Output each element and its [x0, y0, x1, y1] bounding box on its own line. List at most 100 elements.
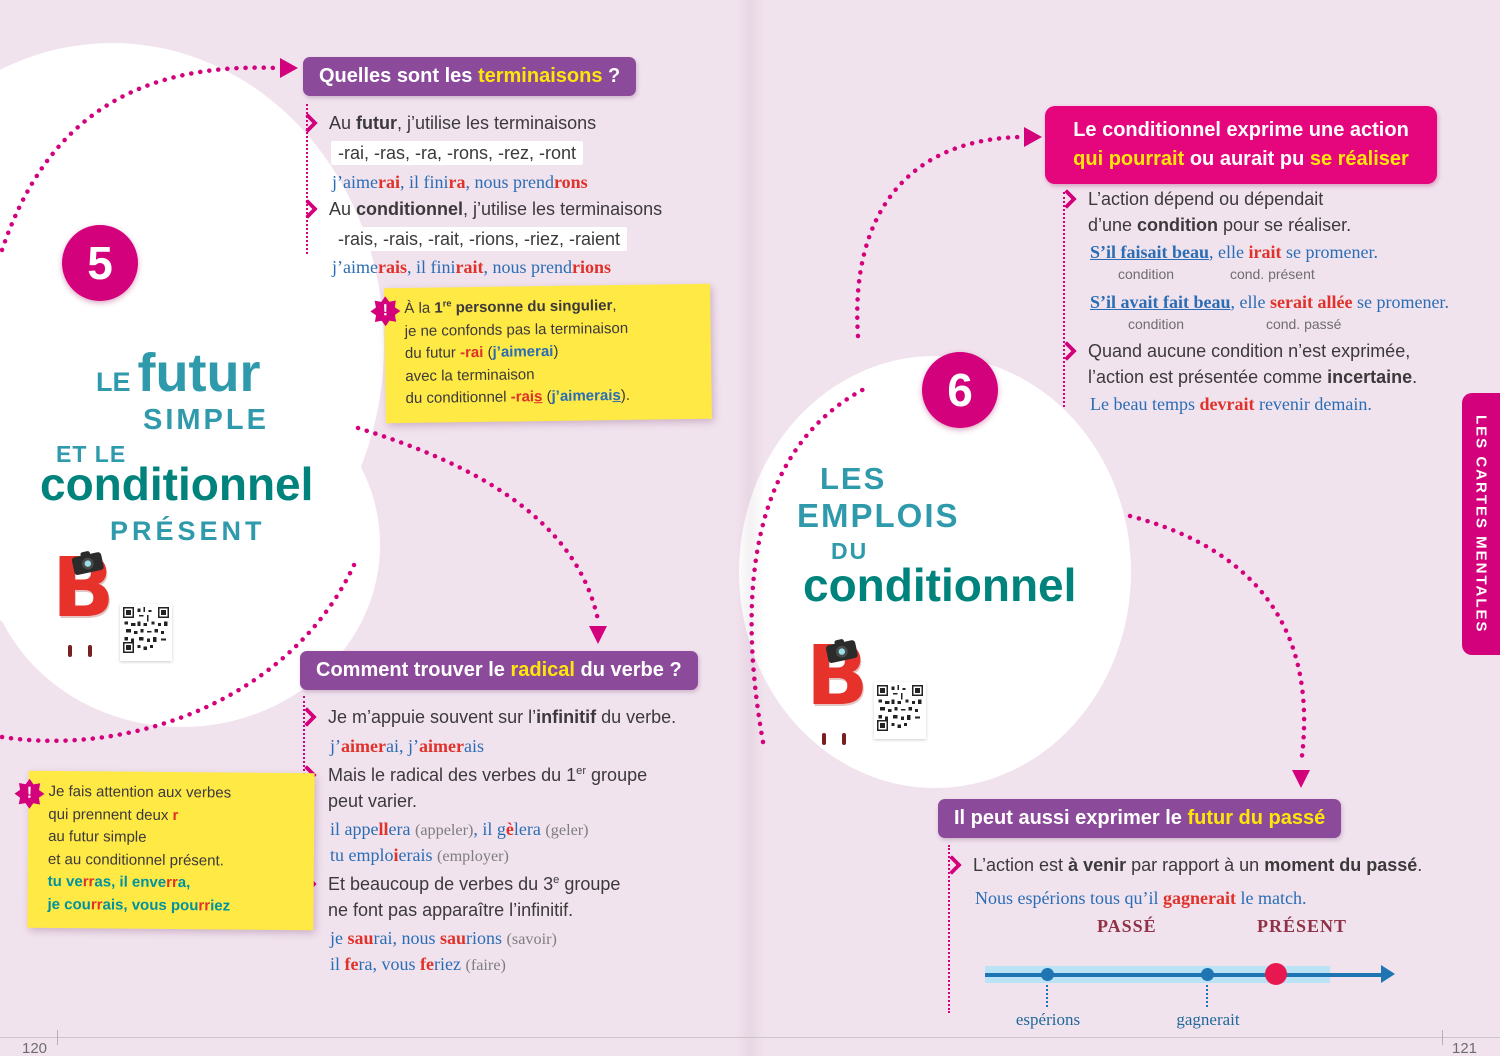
- book-spine: [735, 0, 765, 1056]
- card-number-badge-5: 5: [62, 225, 138, 301]
- timeline-present-dot: [1265, 963, 1287, 985]
- chevron-bullet-icon: [298, 199, 318, 219]
- arrowhead-icons: [280, 58, 1310, 788]
- side-tab-label: LES CARTES MENTALES: [1472, 414, 1490, 634]
- card-number-badge-6: 6: [922, 352, 998, 428]
- example-cond-passe: S’il avait fait beau, elle serait allée …: [1090, 292, 1449, 312]
- example-savoir: je saurai, nous saurions (savoir): [330, 928, 557, 948]
- timeline-label-esperions: espérions: [1015, 1010, 1081, 1029]
- label-condition: condition: [1128, 316, 1185, 332]
- camera-icon: [69, 547, 106, 582]
- dotted-stem: [306, 104, 308, 254]
- bullet-text: Au futur, j’utilise les terminaisons: [329, 113, 597, 133]
- bullet-infinitif: Je m’appuie souvent sur l’infinitif du v…: [297, 704, 676, 730]
- timeline-dot-gagnerait: [1201, 968, 1214, 981]
- label-condition: condition: [1118, 266, 1175, 282]
- endings-conditionnel: -rais, -rais, -rait, -rions, -riez, -rai…: [331, 226, 628, 252]
- timeline-present-label: PRÉSENT: [1257, 916, 1348, 936]
- chevron-bullet-icon: [942, 855, 962, 875]
- title-emplois: EMPLOIS: [797, 497, 960, 534]
- definition-line: Le conditionnel exprime une action: [1073, 119, 1409, 141]
- note-line: Je fais attention aux verbes: [48, 782, 232, 802]
- bullet-incertaine: Quand aucune condition n’est exprimée, l…: [1057, 338, 1418, 390]
- past-present-timeline: PASSÉ PRÉSENT espérions gagnerait: [985, 916, 1415, 1041]
- left-title-line-1: LE futur: [96, 346, 260, 400]
- bullet-text: L’action dépend ou dépendait d’une condi…: [1088, 189, 1352, 236]
- chevron-bullet-icon: [297, 707, 317, 727]
- definition-line: qui pourrait ou aurait pu se réaliser: [1073, 148, 1409, 170]
- bullet-text: L’action est à venir par rapport à un mo…: [973, 855, 1423, 875]
- side-tab-les-cartes-mentales: LES CARTES MENTALES: [1462, 393, 1500, 655]
- example-gagnerait: Nous espérions tous qu’il gagnerait le m…: [975, 888, 1307, 908]
- bullet-text: Et beaucoup de verbes du 3e groupe ne fo…: [328, 874, 621, 921]
- example-aimer: j’aimerai, j’aimerais: [330, 736, 484, 756]
- endings-futur: -rai, -ras, -ra, -rons, -rez, -ront: [331, 140, 584, 166]
- title-et-le: ET LE: [56, 441, 127, 467]
- mascot-leg: [68, 645, 72, 657]
- example-futur: j’aimerai, il finira, nous prendrons: [332, 172, 588, 192]
- mascot-b-character: B: [52, 548, 122, 657]
- chevron-bullet-icon: [1057, 341, 1077, 361]
- camera-icon: [823, 635, 860, 670]
- example-cond-present: S’il faisait beau, elle irait se promene…: [1090, 242, 1378, 262]
- bullet-text: Quand aucune condition n’est exprimée, l…: [1088, 341, 1418, 388]
- timeline-dot-esperions: [1041, 968, 1054, 981]
- bullet-futur-terminaisons: Au futur, j’utilise les terminaisons: [298, 110, 597, 136]
- bullet-text: Mais le radical des verbes du 1er groupe…: [328, 765, 648, 812]
- title-le: LE: [96, 367, 131, 397]
- note-line: au futur simple: [48, 827, 147, 846]
- title-futur: futur: [137, 343, 261, 403]
- timeline-label-gagnerait: gagnerait: [1176, 1010, 1240, 1029]
- badge-number: 6: [947, 364, 973, 416]
- title-les: LES: [820, 461, 887, 496]
- footer-rule: [0, 1037, 1500, 1038]
- heading-futur-du-passe: Il peut aussi exprimer le futur du passé: [938, 799, 1342, 838]
- heading-radical: Comment trouver le radical du verbe ?: [300, 651, 698, 690]
- example-employer: tu emploierais (employer): [330, 845, 509, 865]
- bullet-radical-varie: Mais le radical des verbes du 1er groupe…: [297, 762, 648, 814]
- timeline-passe-label: PASSÉ: [1097, 916, 1157, 936]
- definition-box-conditionnel: Le conditionnel exprime une action qui p…: [1045, 106, 1437, 184]
- bullet-3e-groupe: Et beaucoup de verbes du 3e groupe ne fo…: [297, 871, 621, 923]
- example-faire: il fera, vous feriez (faire): [330, 954, 506, 974]
- title-simple: SIMPLE: [143, 404, 269, 436]
- timeline-axis: [985, 973, 1383, 977]
- exclamation-mark: !: [26, 784, 33, 802]
- grammar-labels: condition cond. présent: [1090, 266, 1315, 282]
- timeline-dotted-connector: [1046, 985, 1048, 1007]
- mascot-b-character: B: [806, 636, 876, 745]
- dotted-stem: [948, 845, 950, 1013]
- badge-number: 5: [87, 237, 113, 289]
- note-line: et au conditionnel présent.: [47, 850, 224, 869]
- note-line: du conditionnel -rais (j’aimerais).: [405, 386, 631, 407]
- bullet-text: Au conditionnel, j’utilise les terminais…: [329, 199, 663, 219]
- dotted-stem: [1063, 192, 1065, 407]
- title-conditionnel-emplois: conditionnel: [803, 559, 1077, 611]
- note-line: je courrais, vous pourriez: [47, 895, 231, 915]
- qr-code: [120, 604, 172, 661]
- bullet-conditionnel-terminaisons: Au conditionnel, j’utilise les terminais…: [298, 196, 663, 222]
- exclamation-mark: !: [382, 302, 389, 320]
- mascot-leg: [822, 733, 826, 745]
- chevron-bullet-icon: [1057, 189, 1077, 209]
- page-number-left: 120: [22, 1040, 48, 1056]
- title-conditionnel: conditionnel: [40, 458, 314, 510]
- example-devrait: Le beau temps devrait revenir demain.: [1090, 394, 1372, 414]
- page-number-right: 121: [1452, 1040, 1478, 1056]
- footer-tick: [1442, 1030, 1443, 1045]
- mascot-leg: [842, 733, 846, 745]
- example-conditionnel: j’aimerais, il finirait, nous prendrions: [332, 257, 611, 277]
- bullet-a-venir: L’action est à venir par rapport à un mo…: [942, 852, 1423, 878]
- chevron-bullet-icon: [298, 113, 318, 133]
- footer-tick: [57, 1030, 58, 1045]
- warning-note-terminaison: ! À la 1re personne du singulier, je ne …: [382, 283, 712, 423]
- timeline-dotted-connector: [1206, 985, 1208, 1007]
- heading-terminaisons: Quelles sont les terminaisons ?: [303, 57, 637, 96]
- note-line: qui prennent deux r: [48, 805, 179, 824]
- bullet-condition: L’action dépend ou dépendait d’une condi…: [1057, 186, 1352, 238]
- mascot-leg: [88, 645, 92, 657]
- note-line: tu verras, il enverra,: [47, 872, 191, 892]
- grammar-labels: condition cond. passé: [1090, 316, 1341, 332]
- qr-code: [874, 682, 926, 739]
